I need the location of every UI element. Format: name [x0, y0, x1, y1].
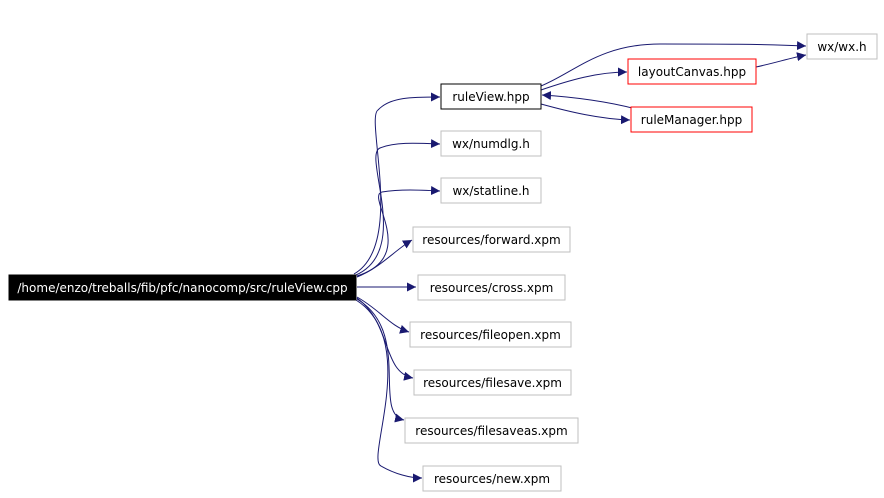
- node-statline-box: [440, 177, 542, 204]
- edge-rulemanager-ruleview: [541, 91, 637, 110]
- node-numdlg[interactable]: wx/numdlg.h: [440, 130, 542, 157]
- node-numdlg-label: wx/numdlg.h: [452, 137, 530, 151]
- node-cross-box: [417, 274, 566, 301]
- node-filesave-box: [413, 369, 572, 396]
- node-root-label: /home/enzo/treballs/fib/pfc/nanocomp/src…: [17, 281, 347, 295]
- node-filesaveas-label: resources/filesaveas.xpm: [415, 424, 567, 438]
- edge-ruleview-wx: [540, 41, 807, 87]
- edge-root-filesaveas: [356, 298, 405, 423]
- node-root[interactable]: /home/enzo/treballs/fib/pfc/nanocomp/src…: [8, 274, 357, 301]
- edge-ruleview-layoutcanvas: [540, 67, 628, 91]
- edge-root-fileopen: [356, 296, 410, 334]
- node-new[interactable]: resources/new.xpm: [422, 465, 562, 492]
- node-layoutcanvas[interactable]: layoutCanvas.hpp: [627, 58, 757, 85]
- node-fileopen-label: resources/fileopen.xpm: [420, 328, 561, 342]
- node-forward-box: [412, 226, 571, 253]
- node-new-label: resources/new.xpm: [434, 472, 550, 486]
- node-new-box: [422, 465, 562, 492]
- edge-root-numdlg: [355, 139, 441, 276]
- node-statline-label: wx/statline.h: [452, 184, 529, 198]
- node-filesave-label: resources/filesave.xpm: [423, 376, 562, 390]
- node-cross[interactable]: resources/cross.xpm: [417, 274, 566, 301]
- node-cross-label: resources/cross.xpm: [430, 281, 554, 295]
- node-wx-label: wx/wx.h: [817, 40, 866, 54]
- node-fileopen-box: [409, 321, 572, 348]
- node-statline[interactable]: wx/statline.h: [440, 177, 542, 204]
- node-rulemanager-box: [630, 106, 753, 133]
- node-ruleview-hpp-box: [440, 83, 542, 110]
- node-forward[interactable]: resources/forward.xpm: [412, 226, 571, 253]
- node-rulemanager[interactable]: ruleManager.hpp: [630, 106, 753, 133]
- node-root-box: [8, 274, 357, 301]
- node-filesave[interactable]: resources/filesave.xpm: [413, 369, 572, 396]
- edge-layoutcanvas-wx: [755, 52, 807, 68]
- node-filesaveas[interactable]: resources/filesaveas.xpm: [404, 417, 579, 444]
- node-ruleview-hpp[interactable]: ruleView.hpp: [440, 83, 542, 110]
- edge-root-new: [355, 299, 423, 483]
- edge-root-statline: [356, 186, 441, 277]
- node-rulemanager-label: ruleManager.hpp: [641, 113, 742, 127]
- node-layoutcanvas-box: [627, 58, 757, 85]
- node-ruleview-hpp-label: ruleView.hpp: [452, 90, 529, 104]
- node-filesaveas-box: [404, 417, 579, 444]
- edge-root-ruleview: [353, 92, 441, 275]
- node-numdlg-box: [440, 130, 542, 157]
- node-layoutcanvas-label: layoutCanvas.hpp: [638, 65, 746, 79]
- edge-ruleview-rulemanager: [540, 103, 631, 125]
- dependency-edges: [353, 41, 807, 483]
- node-forward-label: resources/forward.xpm: [422, 233, 560, 247]
- node-wx[interactable]: wx/wx.h: [806, 33, 878, 60]
- edge-root-forward: [356, 239, 413, 278]
- node-wx-box: [806, 33, 878, 60]
- node-fileopen[interactable]: resources/fileopen.xpm: [409, 321, 572, 348]
